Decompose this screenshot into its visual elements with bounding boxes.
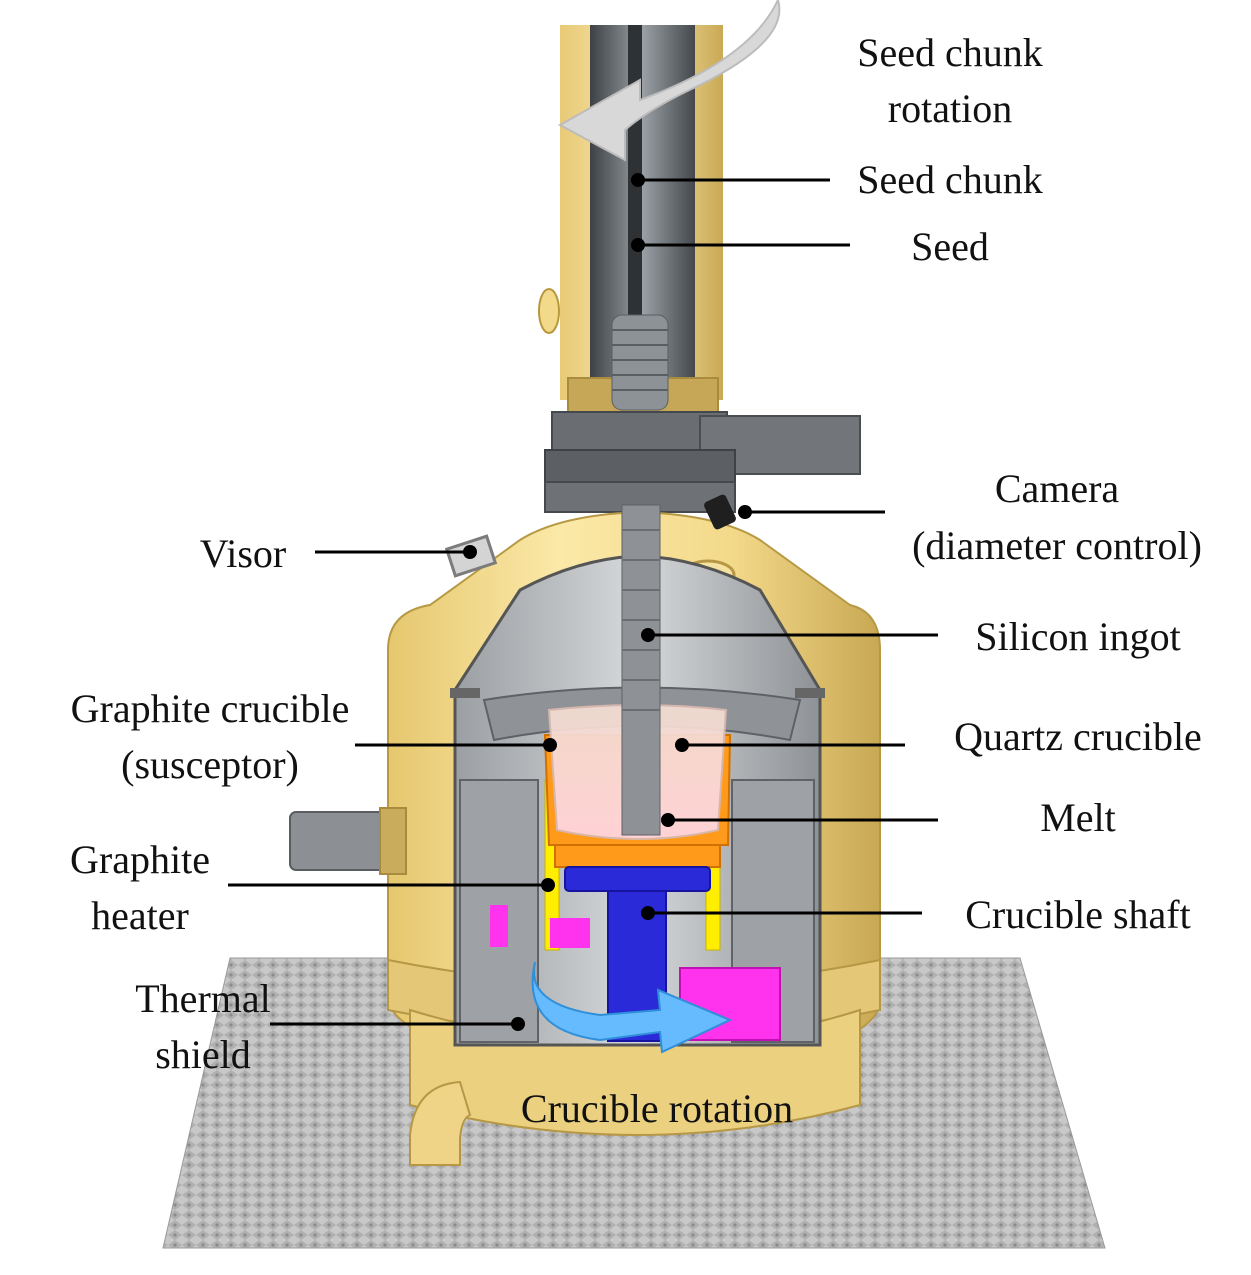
- label-silicon-ingot: Silicon ingot: [975, 614, 1181, 659]
- label-crucible-shaft: Crucible shaft: [965, 892, 1191, 937]
- label-visor: Visor: [200, 531, 286, 576]
- label-quartz-crucible: Quartz crucible: [954, 714, 1202, 759]
- label-graphite-heater-line1: Graphite: [70, 837, 210, 882]
- seed-chunk-thread: [611, 314, 669, 411]
- silicon-ingot: [621, 504, 661, 836]
- isolation-valve-block: [544, 411, 861, 513]
- crucible-rotation-arrow: [531, 961, 733, 1054]
- label-graphite-crucible-line1: Graphite crucible: [71, 686, 350, 731]
- label-thermal-shield-line1: Thermal: [135, 976, 271, 1021]
- label-seed-chunk-rotation-line1: Seed chunk: [857, 30, 1043, 75]
- seed-chunk-rotation-arrow: [557, 0, 781, 162]
- label-camera-line2: (diameter control): [912, 523, 1202, 568]
- label-camera-line1: Camera: [995, 466, 1120, 511]
- label-graphite-crucible-line2: (susceptor): [121, 742, 299, 787]
- leader-lines: [228, 173, 938, 1031]
- label-seed-chunk: Seed chunk: [857, 157, 1043, 202]
- label-graphite-heater-line2: heater: [91, 893, 189, 938]
- label-seed: Seed: [911, 224, 989, 269]
- label-melt: Melt: [1040, 795, 1116, 840]
- label-seed-chunk-rotation-line2: rotation: [888, 86, 1012, 131]
- label-crucible-rotation: Crucible rotation: [521, 1086, 793, 1131]
- label-thermal-shield-line2: shield: [155, 1032, 251, 1077]
